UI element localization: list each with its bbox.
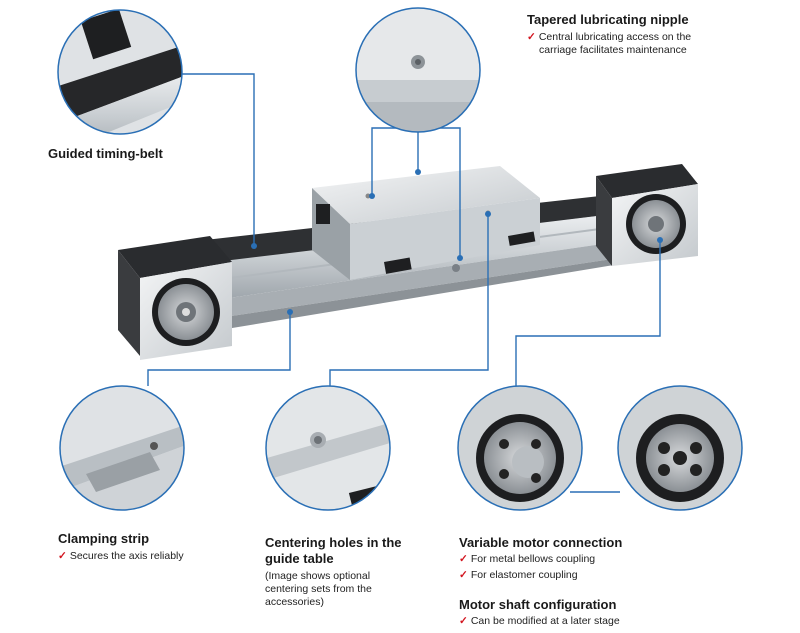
left-end-housing (118, 236, 232, 360)
lubricating-item-cont: carriage facilitates maintenance (539, 44, 687, 56)
motor-shaft-item: ✓Can be modified at a later stage (459, 615, 620, 627)
detail-timing-belt (57, 9, 183, 135)
check-icon: ✓ (459, 569, 468, 581)
clamping-title: Clamping strip (58, 531, 150, 546)
detail-elastomer-coupling (617, 385, 743, 511)
check-icon: ✓ (58, 550, 67, 562)
motor-connection-title: Variable motor connection (459, 535, 623, 550)
motor-shaft-title: Motor shaft configuration (459, 597, 617, 612)
timing-belt-title: Guided timing-belt (48, 146, 163, 161)
centering-title: Centering holes in the guide table (265, 535, 402, 566)
detail-clamping-strip (59, 385, 185, 511)
right-end-housing (596, 164, 698, 266)
motor-connection-description: ✓For metal bellows coupling ✓For elastom… (459, 553, 595, 582)
check-icon: ✓ (527, 31, 536, 43)
detail-lubricating-nipple (355, 7, 481, 133)
detail-centering-holes (265, 385, 391, 511)
check-icon: ✓ (459, 615, 468, 627)
check-icon: ✓ (459, 553, 468, 565)
motor-shaft-description: ✓Can be modified at a later stage (459, 615, 620, 628)
lubricating-description: ✓Central lubricating access on the carri… (527, 31, 691, 57)
clamping-description: ✓Secures the axis reliably (58, 550, 184, 563)
carriage (312, 166, 540, 280)
lubricating-item: ✓Central lubricating access on the (527, 31, 692, 43)
lubricating-title: Tapered lubricating nipple (527, 12, 689, 27)
centering-note: (Image shows optional centering sets fro… (265, 570, 372, 608)
motor-connection-item: ✓For elastomer coupling (459, 569, 578, 581)
clamping-item: ✓Secures the axis reliably (58, 550, 184, 562)
detail-bellows-coupling (457, 385, 583, 511)
motor-connection-item: ✓For metal bellows coupling (459, 553, 596, 565)
